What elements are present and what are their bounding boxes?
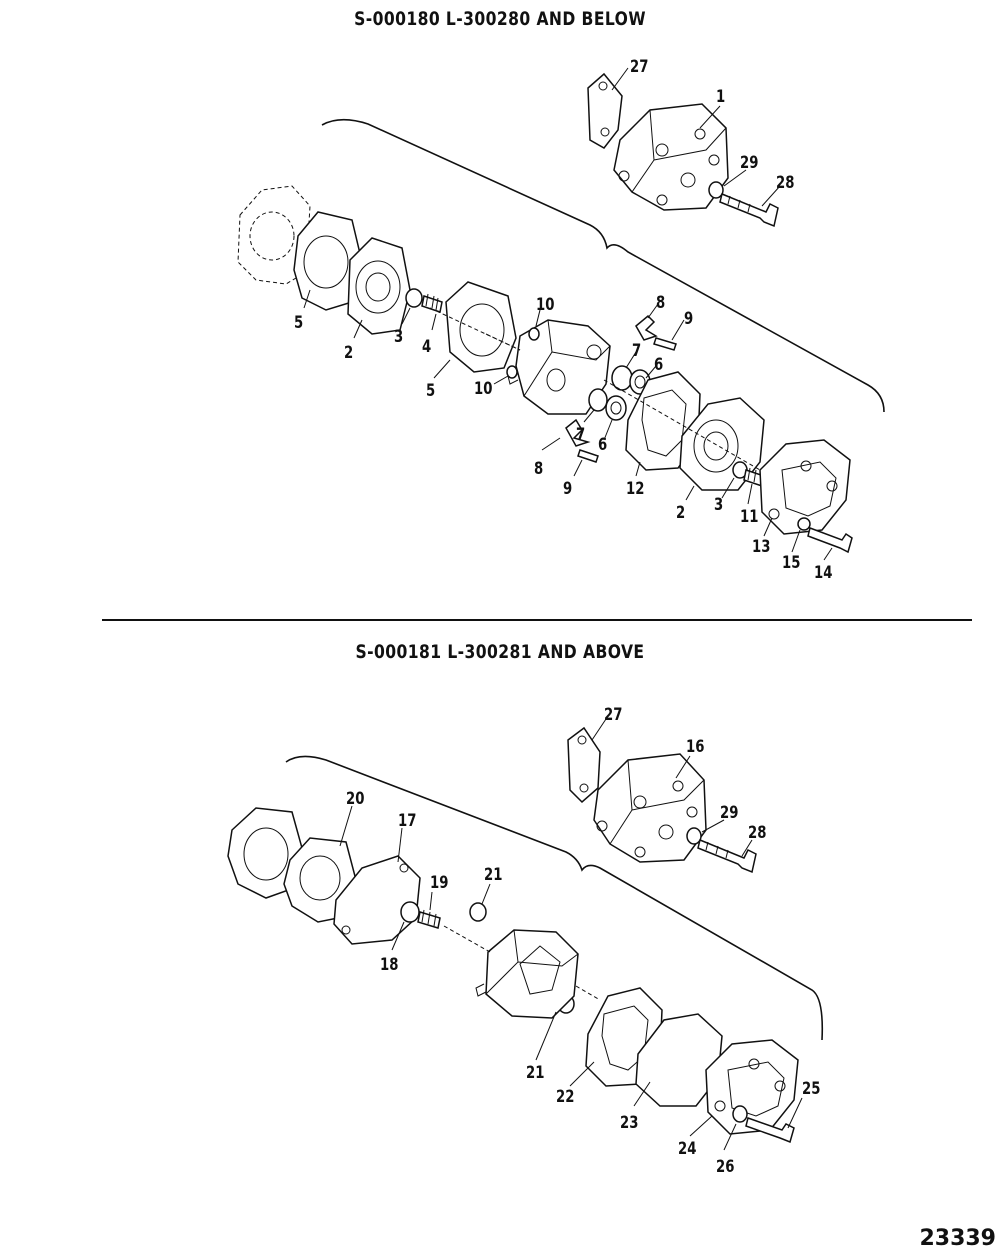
bottom-callout-29: 29 [720,802,738,822]
screw-9a [653,337,677,351]
valve-6b [605,395,627,421]
group-bracket-top [321,118,885,413]
bottom-assembly [227,715,824,1151]
bottom-callout-26: 26 [716,1156,734,1176]
gasket-27 [587,72,623,149]
top-callout-28: 28 [776,172,794,192]
section-header-below: S-000180 L-300280 AND BELOW [354,8,646,30]
top-callout-29: 29 [740,152,758,172]
top-callout-10: 10 [536,294,554,314]
valve-21a [469,902,487,922]
top-callout-14: 14 [814,562,832,582]
top-callout-5: 5 [426,380,435,400]
top-callout-6: 6 [654,354,663,374]
bottom-callout-16: 16 [686,736,704,756]
diaphragm-2 [347,237,411,335]
top-callout-7: 7 [632,340,641,360]
top-callout-6: 6 [598,434,607,454]
bottom-callout-21: 21 [484,864,502,884]
check-valve-10b [506,365,518,379]
bottom-callout-17: 17 [398,810,416,830]
gasket-27b [567,726,601,804]
top-callout-15: 15 [782,552,800,572]
top-callout-8: 8 [656,292,665,312]
top-callout-9: 9 [563,478,572,498]
figure-number: 23339 [919,1226,996,1251]
top-callout-5: 5 [294,312,303,332]
cover-24 [705,1039,799,1135]
bottom-callout-25: 25 [802,1078,820,1098]
top-callout-12: 12 [626,478,644,498]
bottom-callout-21: 21 [526,1062,544,1082]
gasket-7a [611,365,633,391]
callout-labels-bottom: 27 16 29 28 20 17 19 21 18 21 22 23 24 26 25 [346,704,820,1176]
retainer-8b [565,418,591,447]
group-bracket-bottom [285,755,824,1041]
top-callout-4: 4 [422,336,431,356]
washer-26 [732,1105,748,1123]
top-callout-8: 8 [534,458,543,478]
top-callout-13: 13 [752,536,770,556]
cap-18 [400,901,420,923]
gasket-7b [588,388,608,412]
top-callout-3: 3 [714,494,723,514]
screw-14 [807,527,853,554]
washer-15 [797,517,811,531]
bottom-callout-23: 23 [620,1112,638,1132]
cap-3 [405,288,423,308]
top-callout-2: 2 [676,502,685,522]
screw-25 [745,1117,795,1144]
bottom-callout-20: 20 [346,788,364,808]
screw-9b [577,449,599,463]
bottom-callout-24: 24 [678,1138,696,1158]
top-callout-27: 27 [630,56,648,76]
top-callout-3: 3 [394,326,403,346]
spring-4 [421,295,443,313]
washer-29b [686,827,702,845]
cover-13 [759,439,851,535]
fuel-pump-assembly-1 [613,103,729,211]
top-callout-9: 9 [684,308,693,328]
washer-29 [708,181,724,199]
bottom-callout-19: 19 [430,872,448,892]
fuel-pump-assembly-16 [593,753,707,863]
gasket-5b [445,281,517,373]
retainer-8a [635,314,658,341]
top-callout-7: 7 [576,424,585,444]
bottom-callout-28: 28 [748,822,766,842]
section-header-above: S-000181 L-300281 AND ABOVE [355,641,645,663]
bottom-callout-27: 27 [604,704,622,724]
bottom-callout-22: 22 [556,1086,574,1106]
pump-body-bottom [475,929,579,1019]
top-callout-2: 2 [344,342,353,362]
check-valve-10a [528,327,540,341]
bottom-callout-18: 18 [380,954,398,974]
top-callout-10: 10 [474,378,492,398]
top-assembly [237,67,885,561]
top-callout-1: 1 [716,86,725,106]
top-callout-11: 11 [740,506,758,526]
